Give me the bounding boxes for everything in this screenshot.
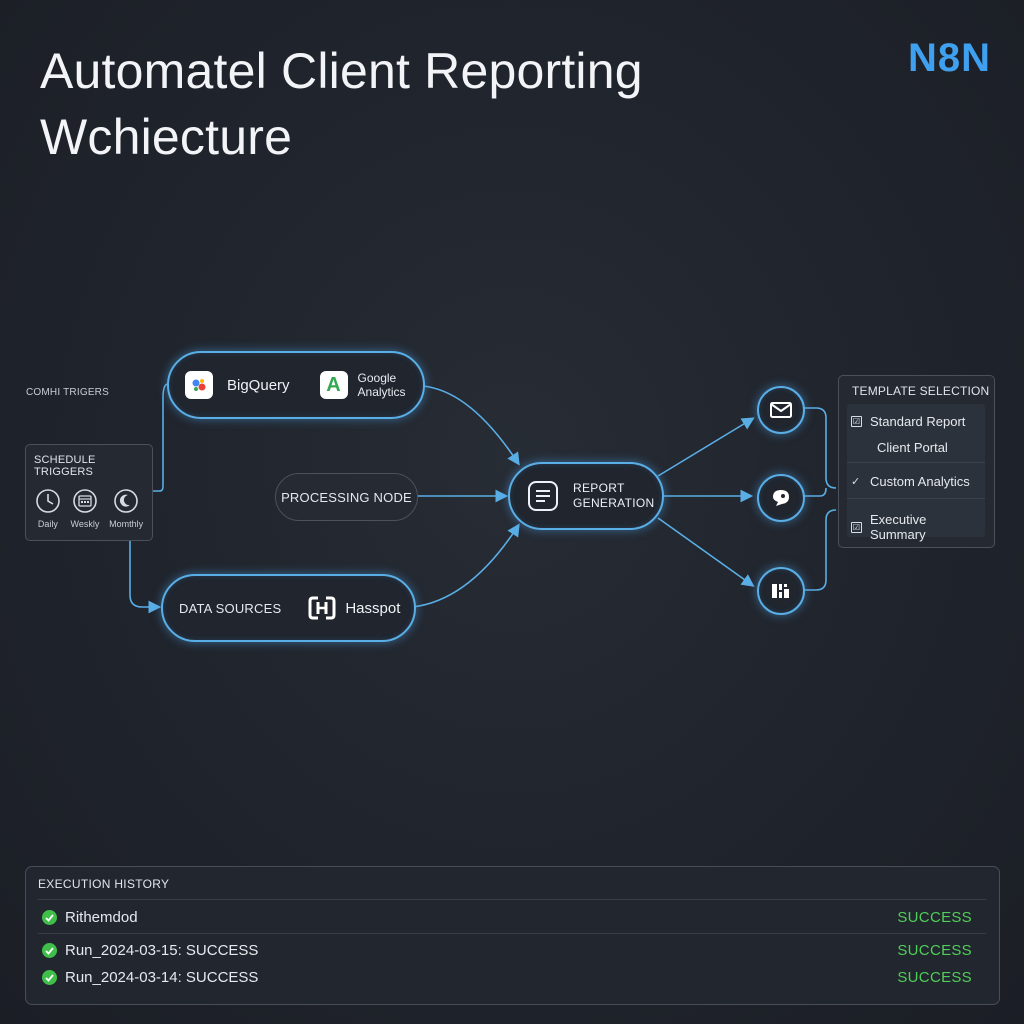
- execution-row-text: Rithemdod: [65, 908, 138, 926]
- trigger-weekly-label: Weskly: [70, 519, 100, 529]
- checkbox-icon[interactable]: ☑: [851, 416, 862, 427]
- template-custom-analytics[interactable]: ✓ Custom Analytics: [851, 474, 970, 489]
- template-custom-analytics-label: Custom Analytics: [870, 474, 970, 489]
- wire-sources-to-report: [421, 385, 520, 466]
- wire-schedule-to-sources: [152, 383, 169, 492]
- report-generation-node[interactable]: REPORT GENERATION: [508, 462, 664, 530]
- processing-node[interactable]: PROCESSING NODE: [275, 473, 418, 521]
- template-executive-summary-label: Executive Summary: [869, 512, 927, 542]
- success-check-icon: [42, 942, 57, 958]
- wire-schedule-to-datasources: [129, 540, 162, 614]
- template-executive-summary[interactable]: ☑ Executive Summary: [851, 512, 985, 542]
- success-check-icon: [42, 969, 57, 985]
- analytics-line-1: Google: [357, 371, 397, 385]
- success-check-icon: [42, 909, 57, 925]
- execution-history-panel: EXECUTION HISTORY Rithemdod SUCCESS Run_…: [25, 866, 1000, 1005]
- execution-row[interactable]: Rithemdod SUCCESS: [42, 907, 972, 927]
- side-label: COMHI TRIGERS: [26, 387, 109, 398]
- brand-logo: N8N: [907, 36, 991, 80]
- sources-node[interactable]: BigQuery A Google Analytics: [167, 351, 425, 419]
- processing-node-label: PROCESSING NODE: [281, 489, 412, 505]
- template-selection-title: TEMPLATE SELECTION: [852, 384, 990, 398]
- chat-icon: [773, 490, 789, 506]
- dashboard-icon: [772, 584, 789, 598]
- wire-chat-to-template: [804, 487, 827, 497]
- data-sources-node[interactable]: DATA SOURCES Hasspot: [161, 574, 416, 642]
- report-line-2: GENERATION: [573, 496, 655, 510]
- template-list: ☑ Standard Report Client Portal ✓ Custom…: [847, 404, 985, 542]
- moon-icon: [114, 489, 138, 513]
- template-selection-panel: TEMPLATE SELECTION ☑ Standard Report Cli…: [838, 375, 995, 548]
- wire-dashboard-to-template: [804, 509, 837, 591]
- google-analytics-icon: A: [319, 371, 348, 399]
- checkbox-icon[interactable]: ☑: [851, 521, 862, 533]
- trigger-daily[interactable]: Daily: [35, 488, 61, 529]
- schedule-triggers-title: SCHEDULE TRIGGERS: [34, 454, 96, 478]
- bigquery-icon: [185, 371, 213, 399]
- data-sources-label: DATA SOURCES: [179, 600, 282, 616]
- google-analytics-label: Google Analytics: [358, 371, 406, 399]
- mail-icon: [770, 402, 792, 418]
- check-icon: ✓: [851, 476, 861, 488]
- wire-report-to-mail: [657, 417, 755, 477]
- report-generation-label: REPORT GENERATION: [573, 481, 654, 511]
- template-client-portal[interactable]: Client Portal: [877, 440, 948, 455]
- execution-row-text: Run_2024-03-15: SUCCESS: [65, 941, 259, 959]
- report-line-1: REPORT: [573, 481, 625, 495]
- output-email-node[interactable]: [757, 386, 805, 434]
- trigger-monthly[interactable]: Momthly: [109, 488, 143, 529]
- wire-report-to-dashboard: [657, 517, 755, 587]
- hubspot-icon: [308, 596, 336, 620]
- output-chat-node[interactable]: [757, 474, 805, 522]
- template-standard-report-label: Standard Report: [870, 414, 966, 429]
- wire-datasources-to-report: [412, 523, 520, 608]
- trigger-monthly-label: Momthly: [109, 519, 144, 529]
- template-standard-report[interactable]: ☑ Standard Report: [851, 414, 965, 429]
- wire-mail-to-template: [804, 407, 837, 489]
- page-title: Automatel Client Reporting Wchiecture: [40, 38, 643, 170]
- execution-row-status: SUCCESS: [897, 968, 972, 986]
- hubspot-label: Hasspot: [345, 599, 401, 617]
- execution-history-title: EXECUTION HISTORY: [38, 877, 170, 891]
- execution-row[interactable]: Run_2024-03-14: SUCCESS SUCCESS: [42, 967, 972, 987]
- analytics-line-2: Analytics: [357, 385, 406, 399]
- calendar-icon: [73, 489, 97, 513]
- bigquery-label: BigQuery: [227, 376, 290, 394]
- report-icon: [528, 481, 558, 511]
- output-dashboard-node[interactable]: [757, 567, 805, 615]
- clock-icon: [36, 489, 60, 513]
- title-line-1: Automatel Client Reporting: [40, 43, 643, 99]
- title-line-2: Wchiecture: [40, 109, 293, 165]
- template-client-portal-label: Client Portal: [877, 440, 948, 455]
- schedule-triggers-panel[interactable]: SCHEDULE TRIGGERS Daily Weskly: [25, 444, 153, 541]
- execution-row-text: Run_2024-03-14: SUCCESS: [65, 968, 259, 986]
- execution-row-status: SUCCESS: [897, 908, 972, 926]
- trigger-weekly[interactable]: Weskly: [70, 488, 100, 529]
- execution-row[interactable]: Run_2024-03-15: SUCCESS SUCCESS: [42, 940, 972, 960]
- trigger-daily-label: Daily: [37, 519, 58, 529]
- execution-row-status: SUCCESS: [897, 941, 972, 959]
